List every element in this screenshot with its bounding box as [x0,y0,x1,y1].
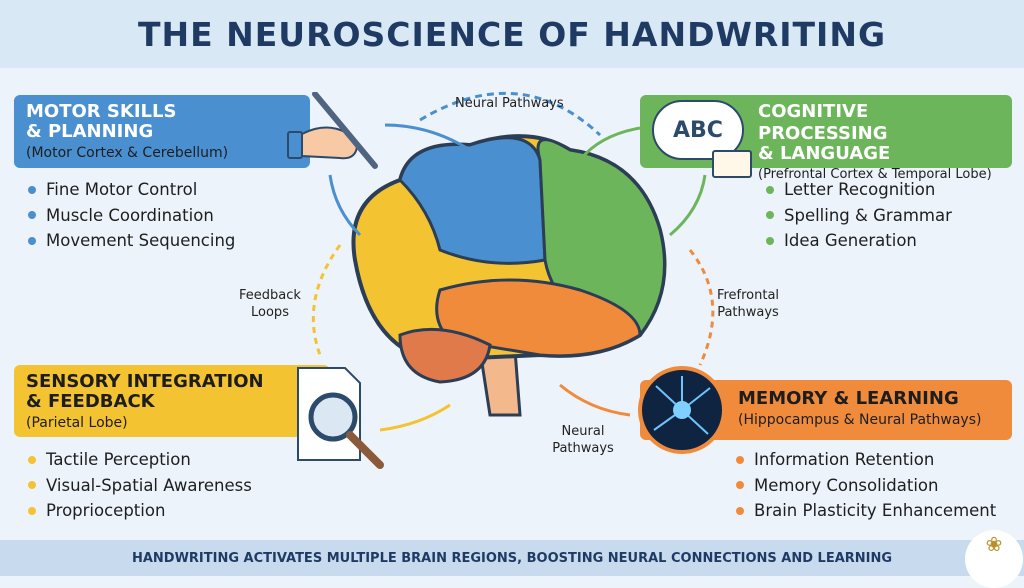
cognitive-subtitle: (Prefrontal Cortex & Temporal Lobe) [758,167,992,182]
bullet-icon [766,211,774,220]
item-text: Proprioception [46,501,166,521]
hand-pen-icon [287,92,378,169]
document-magnifier-icon [297,367,384,469]
footer-banner: HANDWRITING ACTIVATES MULTIPLE BRAIN REG… [0,540,1024,576]
item-text: Memory Consolidation [754,475,939,495]
list-item: Letter Recognition [766,177,952,203]
list-item: Movement Sequencing [28,228,235,254]
motor-title-2: & PLANNING [26,121,154,142]
list-item: Fine Motor Control [28,177,235,203]
bullet-icon [28,455,36,464]
item-text: Letter Recognition [784,180,936,200]
memory-title: MEMORY & LEARNING [738,388,959,409]
neural-pathways-label-top: Neural Pathways [455,96,564,111]
motor-title-1: MOTOR SKILLS [26,101,177,122]
motor-list: Fine Motor Control Muscle Coordination M… [28,177,235,254]
cognitive-list: Letter Recognition Spelling & Grammar Id… [766,177,952,254]
neural-pathways-label-bottom: Neural Pathways [552,424,614,456]
list-item: Memory Consolidation [736,473,996,499]
footer-text: HANDWRITING ACTIVATES MULTIPLE BRAIN REG… [131,550,893,566]
bullet-icon [766,185,774,194]
feedback-loops-label: Feedback Loops [239,288,301,320]
list-item: Idea Generation [766,228,952,254]
item-text: Visual-Spatial Awareness [46,475,252,495]
item-text: Brain Plasticity Enhancement [754,501,997,521]
motor-skills-box: MOTOR SKILLS & PLANNING (Motor Cortex & … [14,95,310,168]
bullet-icon [736,455,744,464]
cognitive-title-2: & LANGUAGE [758,143,891,164]
sensory-box: SENSORY INTEGRATION & FEEDBACK (Parietal… [14,365,330,437]
item-text: Idea Generation [784,231,917,251]
cerebellum [398,327,492,384]
list-item: Information Retention [736,447,996,473]
abc-text: ABC [673,117,723,143]
bullet-icon [28,481,36,490]
sensory-list: Tactile Perception Visual-Spatial Awaren… [28,447,252,524]
list-item: Brain Plasticity Enhancement [736,498,996,524]
sensory-subtitle: (Parietal Lobe) [26,415,128,431]
lotus-icon: ❀ [985,532,1003,556]
item-text: Muscle Coordination [46,205,214,225]
item-text: Fine Motor Control [46,180,198,200]
brain-illustration [351,134,667,417]
list-item: Proprioception [28,498,252,524]
abhidnya-logo: ❀ [965,530,1023,588]
frefrontal-pathways-label: Frefrontal Pathways [716,288,780,320]
motor-subtitle: (Motor Cortex & Cerebellum) [26,145,229,161]
title-band: THE NEUROSCIENCE OF HANDWRITING [0,0,1024,68]
sensory-title-1: SENSORY INTEGRATION [26,371,264,392]
item-text: Movement Sequencing [46,231,236,251]
list-item: Spelling & Grammar [766,203,952,229]
sensory-title-2: & FEEDBACK [26,391,155,412]
bullet-icon [736,506,744,515]
bullet-icon [736,481,744,490]
book-icon [712,150,752,178]
item-text: Information Retention [754,450,935,470]
bullet-icon [28,236,36,245]
neuron-icon [638,366,726,454]
bullet-icon [28,211,36,220]
bullet-icon [28,185,36,194]
memory-list: Information Retention Memory Consolidati… [736,447,996,524]
memory-subtitle: (Hippocampus & Neural Pathways) [738,412,982,428]
item-text: Tactile Perception [46,450,191,470]
pathway-arrows [311,91,715,432]
list-item: Tactile Perception [28,447,252,473]
list-item: Muscle Coordination [28,203,235,229]
item-text: Spelling & Grammar [784,205,952,225]
page-title: THE NEUROSCIENCE OF HANDWRITING [137,14,887,54]
cognitive-title-1: COGNITIVE PROCESSING [758,101,888,144]
list-item: Visual-Spatial Awareness [28,473,252,499]
bullet-icon [28,506,36,515]
bullet-icon [766,236,774,245]
